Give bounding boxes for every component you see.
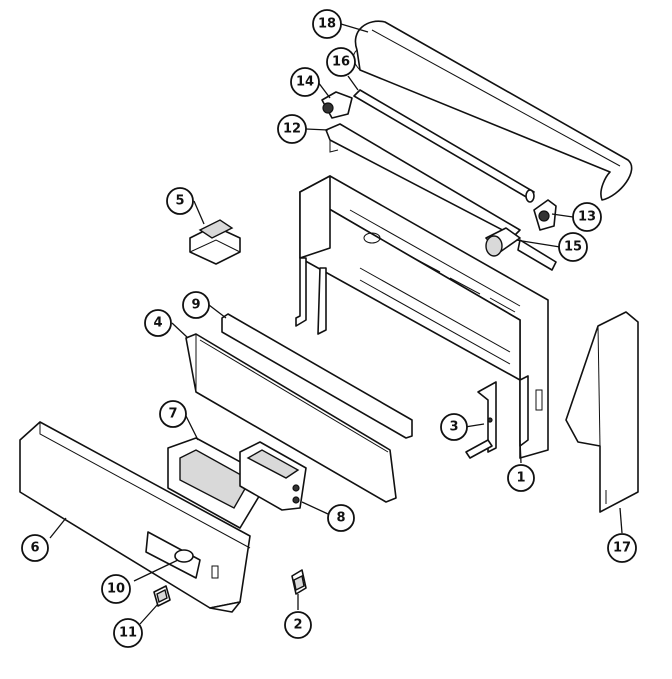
callout-7: 7 [159,400,187,428]
callout-3-label: 3 [449,420,458,435]
callout-2-label: 2 [293,618,302,633]
part-bracket-3 [465,381,497,459]
part-switch-11 [153,585,171,607]
callout-12: 12 [277,114,307,144]
callout-14-label: 14 [296,75,314,90]
part-trim-strip-9 [221,313,413,439]
part-control-module-8 [239,441,307,511]
callout-7-label: 7 [168,407,177,422]
part-cylinder-15 [485,227,557,271]
callout-13-label: 13 [578,210,596,225]
callout-18-label: 18 [318,17,336,32]
callout-16-label: 16 [332,55,350,70]
callout-1-label: 1 [516,471,525,486]
part-component-5 [189,219,241,265]
callout-12-label: 12 [283,122,301,137]
part-lower-panel-4 [185,333,397,503]
callout-6: 6 [21,534,49,562]
callout-10: 10 [101,574,131,604]
callout-9-label: 9 [191,298,200,313]
callout-9: 9 [182,291,210,319]
part-end-cap-13 [533,199,557,231]
leader-lines [49,23,623,625]
callout-17: 17 [607,533,637,563]
callout-15: 15 [558,232,588,262]
callout-10-label: 10 [107,582,125,597]
callout-5-label: 5 [175,194,184,209]
callout-16: 16 [326,47,356,77]
callout-8: 8 [327,504,355,532]
callout-6-label: 6 [30,541,39,556]
callout-4-label: 4 [153,316,162,331]
callout-11: 11 [113,618,143,648]
part-clip-2 [291,569,307,595]
part-backguard-frame [295,175,549,459]
part-end-cap-14 [321,91,353,119]
callout-17-label: 17 [613,541,631,556]
part-bracket-12 [325,123,521,237]
callout-5: 5 [166,187,194,215]
part-knob-10 [174,549,194,563]
callout-4: 4 [144,309,172,337]
callout-14: 14 [290,67,320,97]
callout-2: 2 [284,611,312,639]
callout-13: 13 [572,202,602,232]
callout-11-label: 11 [119,626,137,641]
part-rod-16 [353,89,535,203]
part-end-panel-17 [565,311,639,513]
callout-8-label: 8 [336,511,345,526]
part-display-bezel-7 [167,437,271,529]
callout-3: 3 [440,413,468,441]
callout-15-label: 15 [564,240,582,255]
callout-1: 1 [507,464,535,492]
callout-18: 18 [312,9,342,39]
